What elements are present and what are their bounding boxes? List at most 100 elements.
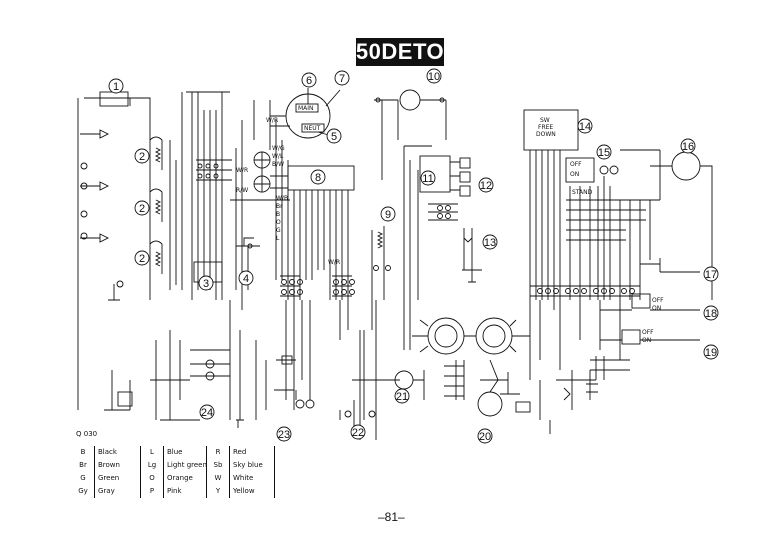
callout-circle-3 (198, 275, 214, 291)
callout-number-2: 2 (139, 203, 145, 215)
wire-label-br: Br (276, 203, 283, 210)
legend-code: Y (206, 485, 230, 498)
callout-circle-9 (380, 206, 396, 222)
callout-number-24: 24 (201, 407, 213, 419)
sw-line-3: DOWN (536, 131, 556, 138)
wire-label-o: O (276, 219, 281, 226)
callout-number-12: 12 (480, 180, 492, 192)
callout-number-2: 2 (139, 253, 145, 265)
callout-circle-6 (301, 72, 317, 88)
callout-number-7: 7 (339, 73, 345, 85)
legend-code: Gy (72, 485, 95, 498)
callout-circle-16 (680, 138, 696, 154)
wire-label-r-w: R/W (236, 187, 248, 194)
switch-label-off-a: OFF (570, 161, 582, 168)
callout-circle-2 (134, 250, 150, 266)
callout-number-5: 5 (331, 131, 337, 143)
legend-code: P (140, 485, 164, 498)
callout-number-20: 20 (479, 431, 491, 443)
legend-color-name: Yellow (233, 487, 255, 495)
callout-circle-5 (326, 128, 342, 144)
sw-line-1: SW (540, 117, 550, 124)
legend-color-name: Orange (167, 474, 193, 482)
callout-circle-4 (238, 270, 254, 286)
page-number: –81– (378, 510, 405, 524)
legend-color-name: Gray (98, 487, 115, 495)
callout-circle-21 (394, 388, 410, 404)
callout-number-9: 9 (385, 209, 391, 221)
legend-code: L (140, 446, 164, 459)
callout-circle-20 (477, 428, 493, 444)
legend-color-name: Light green (167, 461, 207, 469)
callout-circle-11 (420, 170, 436, 186)
callout-circle-14 (577, 118, 593, 134)
callout-number-8: 8 (315, 172, 321, 184)
wire-label-w-r-c: W/R (328, 259, 340, 266)
callout-circle-15 (596, 144, 612, 160)
switch-label-neut: NEUT (304, 125, 321, 132)
callout-number-15: 15 (598, 147, 610, 159)
legend-code: Br (72, 459, 95, 472)
diagram-code: Q 030 (76, 430, 98, 438)
legend-color-name: Pink (167, 487, 182, 495)
callout-number-23: 23 (278, 429, 290, 441)
switch-label-main: MAIN (298, 105, 314, 112)
callout-circle-10 (426, 68, 442, 84)
callout-number-14: 14 (579, 121, 591, 133)
switch-label-on-c: ON (642, 337, 651, 344)
callout-number-21: 21 (396, 391, 408, 403)
diagram-title: 50DETO (355, 38, 445, 66)
wire-label-l: L (276, 235, 280, 242)
legend-code: R (206, 446, 230, 459)
wire-label-w-g: W/G (272, 145, 285, 152)
switch-label-on-a: ON (570, 171, 579, 178)
wire-label-b: B (276, 211, 280, 218)
switch-label-off-b: OFF (652, 297, 664, 304)
legend-code: B (72, 446, 95, 459)
callout-number-17: 17 (705, 269, 717, 281)
wire-label-w-b: W/B (276, 195, 288, 202)
legend-color-name: Brown (98, 461, 120, 469)
callout-number-1: 1 (113, 81, 119, 93)
callout-circle-19 (703, 344, 719, 360)
callout-number-16: 16 (682, 141, 694, 153)
callout-number-6: 6 (306, 75, 312, 87)
callout-number-22: 22 (352, 427, 364, 439)
legend-code: Lg (140, 459, 164, 472)
callout-circle-18 (703, 305, 719, 321)
switch-label-off-c: OFF (642, 329, 654, 336)
legend-color-name: Black (98, 448, 117, 456)
switch-label-sw-free-down: SW FREE DOWN (536, 117, 556, 138)
wire-label-w-l: W/L (272, 153, 284, 160)
wire-label-g: G (276, 227, 281, 234)
callout-number-2: 2 (139, 151, 145, 163)
callout-number-19: 19 (705, 347, 717, 359)
callout-circle-2 (134, 148, 150, 164)
callout-number-13: 13 (484, 237, 496, 249)
wire-label-w-r-b: W/R (236, 167, 248, 174)
callout-circle-1 (108, 78, 124, 94)
callout-number-4: 4 (243, 273, 249, 285)
sw-line-2: FREE (538, 124, 553, 131)
legend-code: W (206, 472, 230, 485)
legend-color-name: Sky blue (233, 461, 263, 469)
legend-color-name: Blue (167, 448, 183, 456)
legend-code: O (140, 472, 164, 485)
callout-circle-17 (703, 266, 719, 282)
legend-code: Sb (206, 459, 230, 472)
callout-circle-2 (134, 200, 150, 216)
legend-color-name: Green (98, 474, 120, 482)
wire-label-w-r-a: W/R (266, 117, 278, 124)
